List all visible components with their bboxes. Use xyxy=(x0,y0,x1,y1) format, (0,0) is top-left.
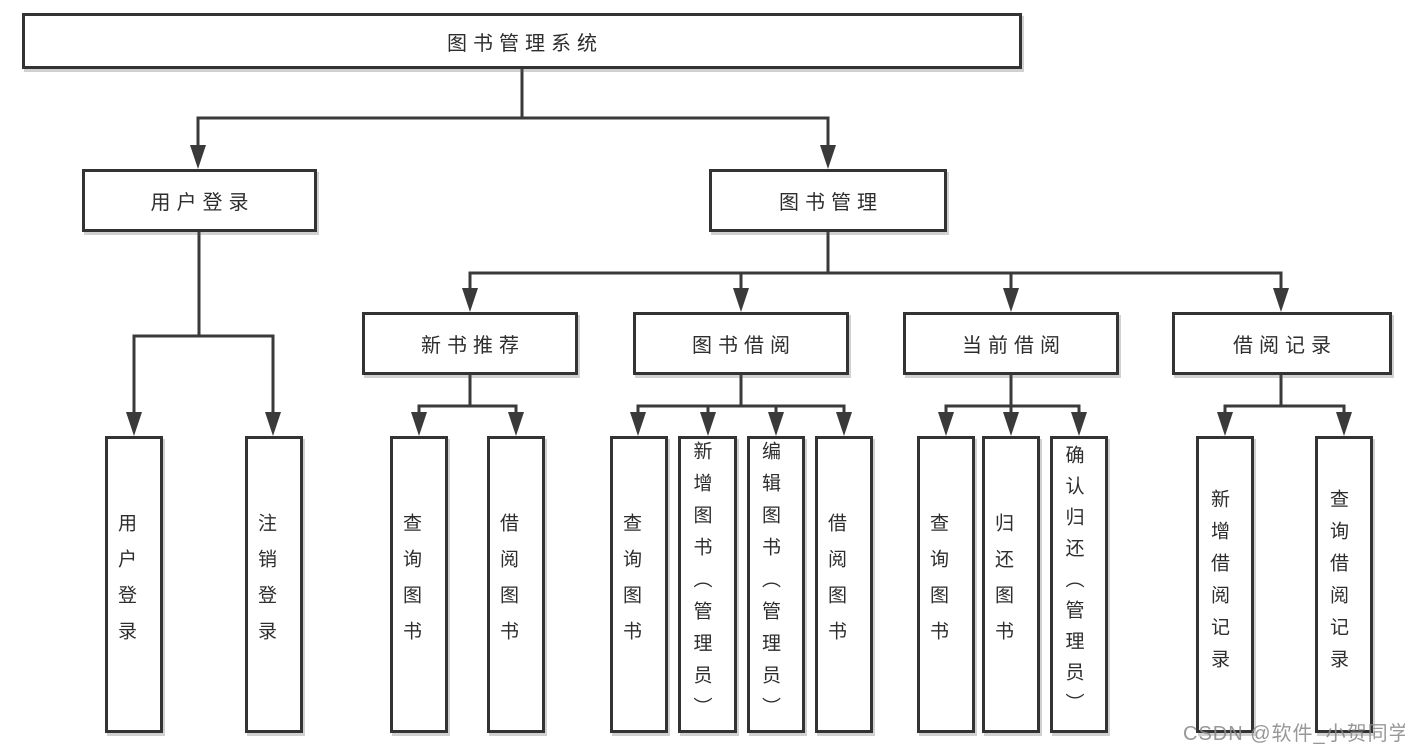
node-library-system: 图书管理系统 xyxy=(22,13,1022,69)
node-book-borrowing: 图书借阅 xyxy=(633,312,849,375)
leaf-query-borrow-record-label: 查询借阅记录 xyxy=(1327,488,1348,681)
edge-root-to-level2 xyxy=(190,69,836,169)
node-user-login-group: 用户登录 xyxy=(82,169,317,232)
leaf-borrow-books-recommend-label: 借阅图书 xyxy=(497,512,518,657)
leaf-add-book-admin: 新增图书（管理员） xyxy=(678,436,737,733)
node-library-system-label: 图书管理系统 xyxy=(447,32,603,55)
node-new-book-recommend: 新书推荐 xyxy=(362,312,578,375)
edge-book-borrowing-to-leaves xyxy=(630,375,852,436)
leaf-user-login-label: 用户登录 xyxy=(115,512,136,657)
leaf-edit-book-admin: 编辑图书（管理员） xyxy=(747,436,805,733)
node-book-borrowing-label: 图书借阅 xyxy=(692,335,796,357)
leaf-query-borrow-record: 查询借阅记录 xyxy=(1315,436,1373,733)
leaf-query-books-current-label: 查询图书 xyxy=(927,512,948,657)
leaf-add-book-admin-label: 新增图书（管理员） xyxy=(690,440,712,729)
watermark-text: CSDN @软件_小贺同学 xyxy=(1183,723,1405,745)
node-borrowing-records-label: 借阅记录 xyxy=(1233,335,1337,357)
edge-user-login-to-leaves xyxy=(126,232,281,436)
leaf-borrow-books-recommend: 借阅图书 xyxy=(487,436,545,733)
edge-new-book-to-leaves xyxy=(411,375,524,436)
leaf-edit-book-admin-label: 编辑图书（管理员） xyxy=(759,440,780,729)
node-new-book-recommend-label: 新书推荐 xyxy=(421,335,525,357)
leaf-borrow-books-borrowing-label: 借阅图书 xyxy=(825,512,846,657)
edge-borrow-records-to-leaves xyxy=(1217,375,1352,436)
node-book-management-label: 图书管理 xyxy=(779,192,883,214)
leaf-user-login: 用户登录 xyxy=(105,436,163,733)
leaf-query-books-current: 查询图书 xyxy=(917,436,975,733)
node-current-borrowing: 当前借阅 xyxy=(903,312,1119,375)
edge-current-borrowing-to-leaves xyxy=(938,375,1087,436)
leaf-logout-login: 注销登录 xyxy=(245,436,303,733)
leaf-borrow-books-borrowing: 借阅图书 xyxy=(815,436,873,733)
leaf-return-book: 归还图书 xyxy=(982,436,1040,733)
leaf-confirm-return-admin: 确认归还（管理员） xyxy=(1050,436,1108,733)
leaf-return-book-label: 归还图书 xyxy=(992,512,1013,657)
leaf-add-borrow-record-label: 新增借阅记录 xyxy=(1208,488,1229,681)
node-book-management: 图书管理 xyxy=(709,169,947,232)
leaf-logout-login-label: 注销登录 xyxy=(255,512,276,657)
leaf-add-borrow-record: 新增借阅记录 xyxy=(1196,436,1254,733)
leaf-query-books-borrowing-label: 查询图书 xyxy=(620,512,641,657)
node-user-login-group-label: 用户登录 xyxy=(150,192,255,214)
node-borrowing-records: 借阅记录 xyxy=(1172,312,1392,375)
leaf-query-books-recommend: 查询图书 xyxy=(390,436,448,733)
node-current-borrowing-label: 当前借阅 xyxy=(962,335,1066,357)
leaf-confirm-return-admin-label: 确认归还（管理员） xyxy=(1062,445,1084,724)
leaf-query-books-borrowing: 查询图书 xyxy=(610,436,668,733)
leaf-query-books-recommend-label: 查询图书 xyxy=(400,512,421,657)
edge-book-management-to-level3 xyxy=(462,232,1289,312)
